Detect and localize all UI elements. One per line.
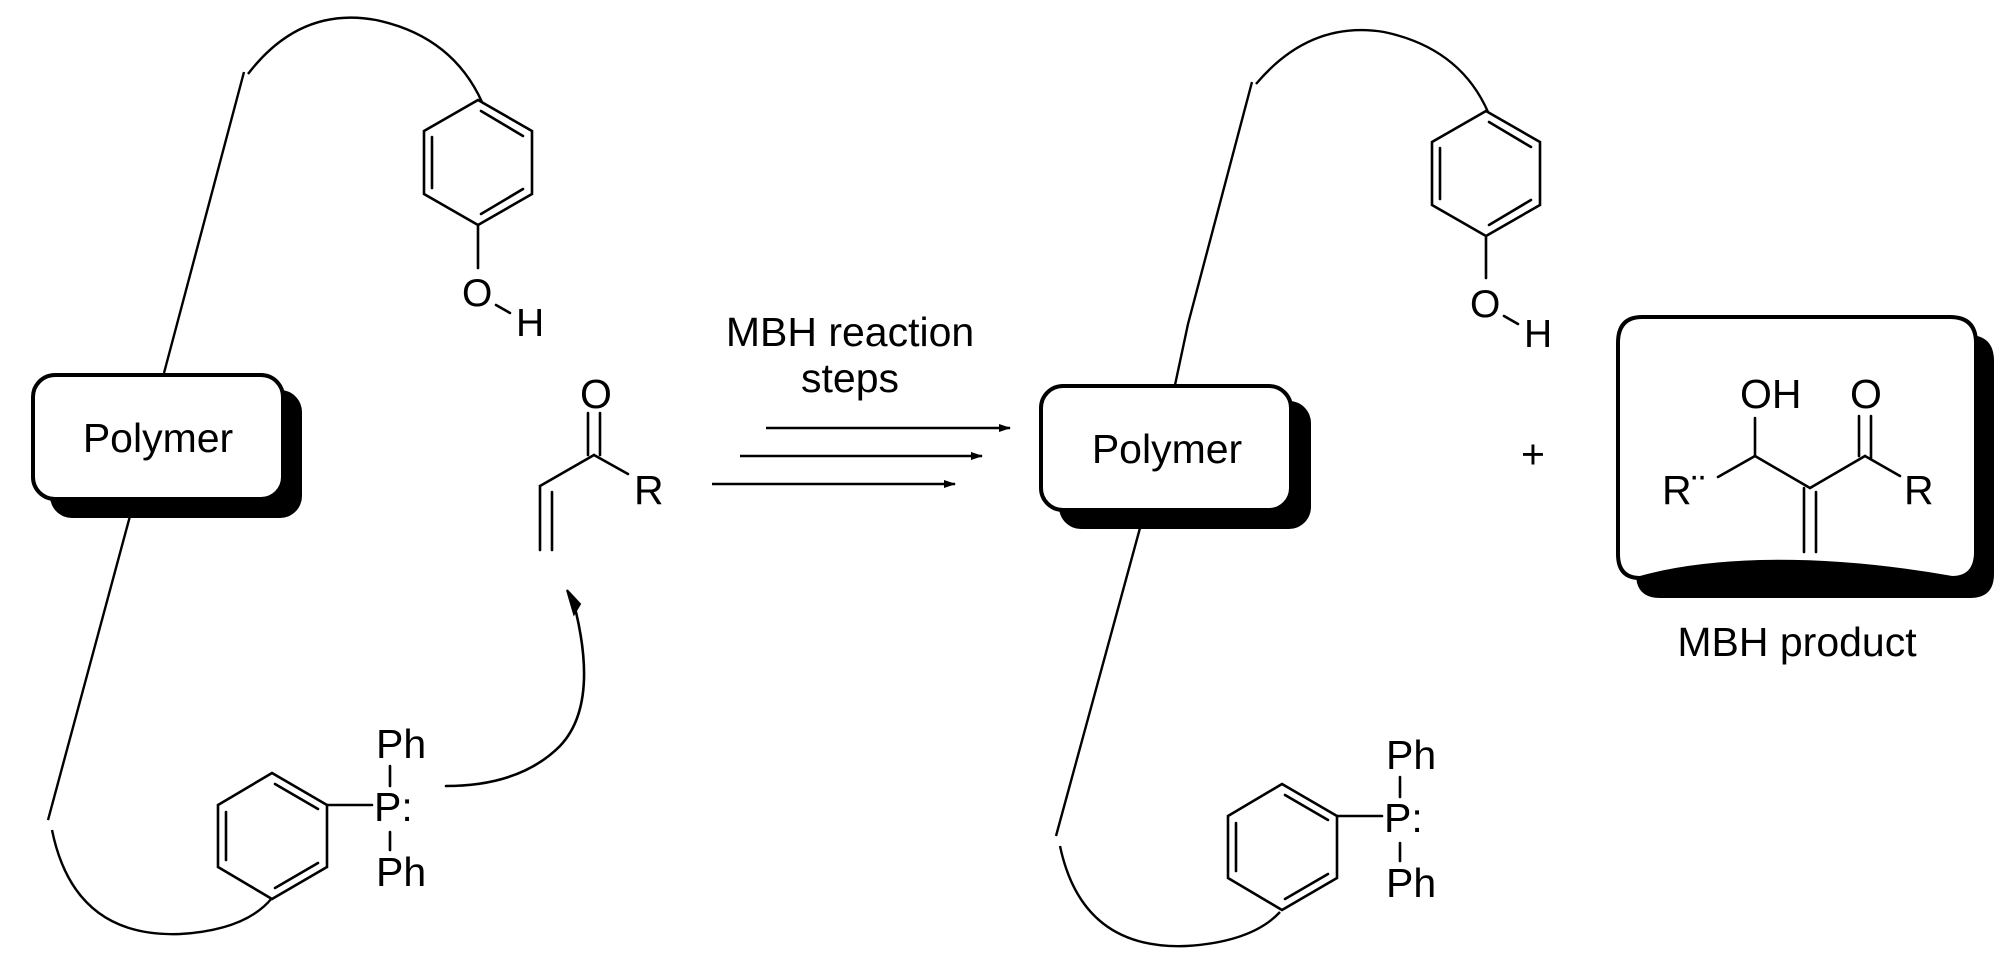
- left-polymer-system: O H Polymer P: Ph Ph: [31, 16, 586, 936]
- reaction-arrows: MBH reaction steps: [712, 309, 1011, 488]
- plus-sign: +: [1521, 431, 1545, 477]
- left-phosphorus: P:: [374, 784, 413, 830]
- left-chain-upper: [162, 16, 484, 374]
- left-polymer-box: Polymer: [31, 373, 302, 518]
- arrow-label-line2: steps: [801, 355, 899, 401]
- right-phosphorus: P:: [1384, 795, 1423, 841]
- right-phenol-hydrogen: H: [1524, 313, 1552, 356]
- arrow-label-line1: MBH reaction: [726, 309, 974, 355]
- left-phenol: O H: [422, 98, 544, 345]
- left-phenol-oxygen: O: [462, 272, 492, 315]
- right-phosphine: P: Ph Ph: [1226, 732, 1436, 912]
- left-ph-top: Ph: [376, 721, 426, 767]
- right-chain-lower: [1054, 527, 1281, 948]
- left-chain-lower: [46, 515, 273, 936]
- left-phenol-hydrogen: H: [516, 302, 544, 345]
- substrate-r-group: R: [634, 467, 664, 513]
- product-hydroxyl: OH: [1740, 371, 1802, 417]
- left-ph-bottom: Ph: [376, 849, 426, 895]
- right-ph-top: Ph: [1386, 732, 1436, 778]
- left-phosphine: P: Ph Ph: [216, 721, 426, 901]
- left-polymer-label: Polymer: [83, 415, 233, 461]
- curved-attack-arrow: [444, 610, 586, 788]
- right-polymer-box: Polymer: [1039, 384, 1311, 529]
- product-caption: MBH product: [1677, 619, 1917, 665]
- product-carbonyl-oxygen: O: [1850, 371, 1882, 417]
- right-chain-upper: [1173, 28, 1490, 386]
- right-polymer-label: Polymer: [1092, 426, 1242, 472]
- product-r-right: R: [1904, 467, 1934, 513]
- mbh-product: OH O R¨ R MBH product: [1616, 315, 1994, 665]
- right-ph-bottom: Ph: [1386, 860, 1436, 906]
- right-polymer-system: O H Polymer P: Ph Ph: [1039, 28, 1552, 948]
- substrate-carbonyl-oxygen: O: [580, 371, 612, 417]
- curved-arrow-head: [566, 589, 582, 617]
- acrylate-substrate: O R: [538, 371, 664, 552]
- right-phenol-oxygen: O: [1470, 283, 1500, 326]
- right-phenol: O H: [1430, 109, 1552, 356]
- product-r-left: R¨: [1662, 467, 1705, 513]
